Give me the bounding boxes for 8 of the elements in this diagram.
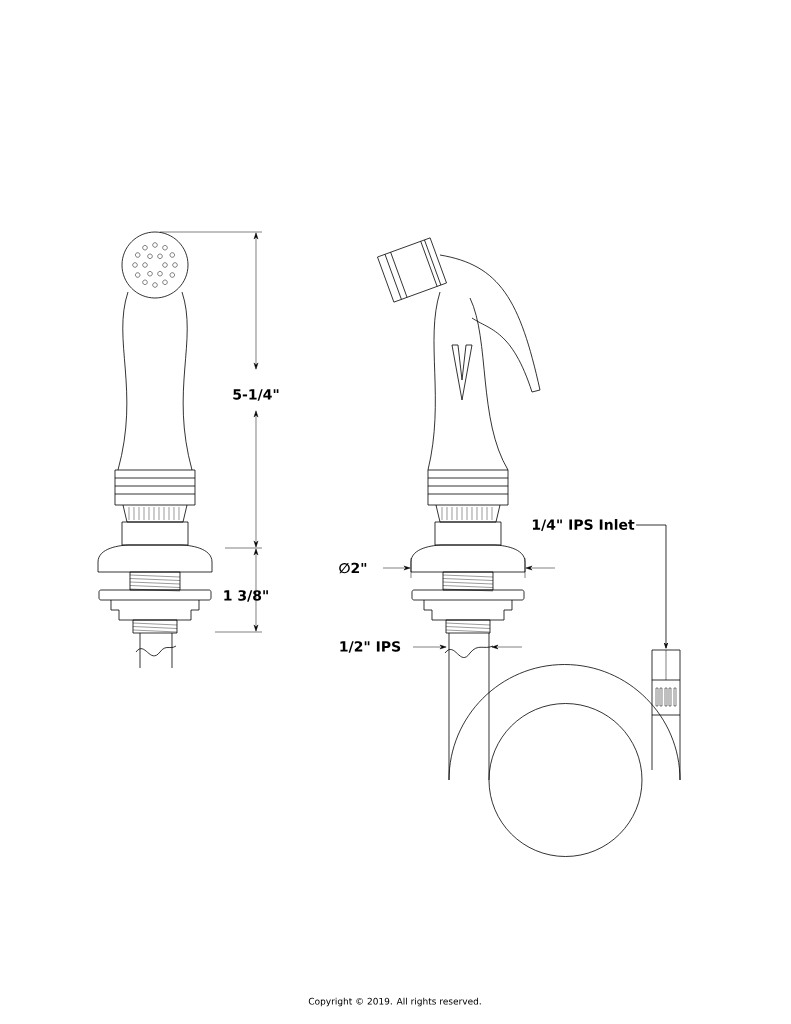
dimension-label: 5-1/4"	[233, 389, 279, 401]
dimension-label: 1/2" IPS	[340, 641, 401, 653]
copyright-text: Copyright © 2019. All rights reserved.	[308, 997, 481, 1007]
inlet-nut	[651, 649, 681, 681]
dimension-label: ∅2"	[339, 562, 367, 574]
dimension-label: 1 3/8"	[224, 590, 268, 602]
leader-line	[635, 524, 669, 649]
callout-label: 1/4" IPS Inlet	[532, 519, 635, 531]
